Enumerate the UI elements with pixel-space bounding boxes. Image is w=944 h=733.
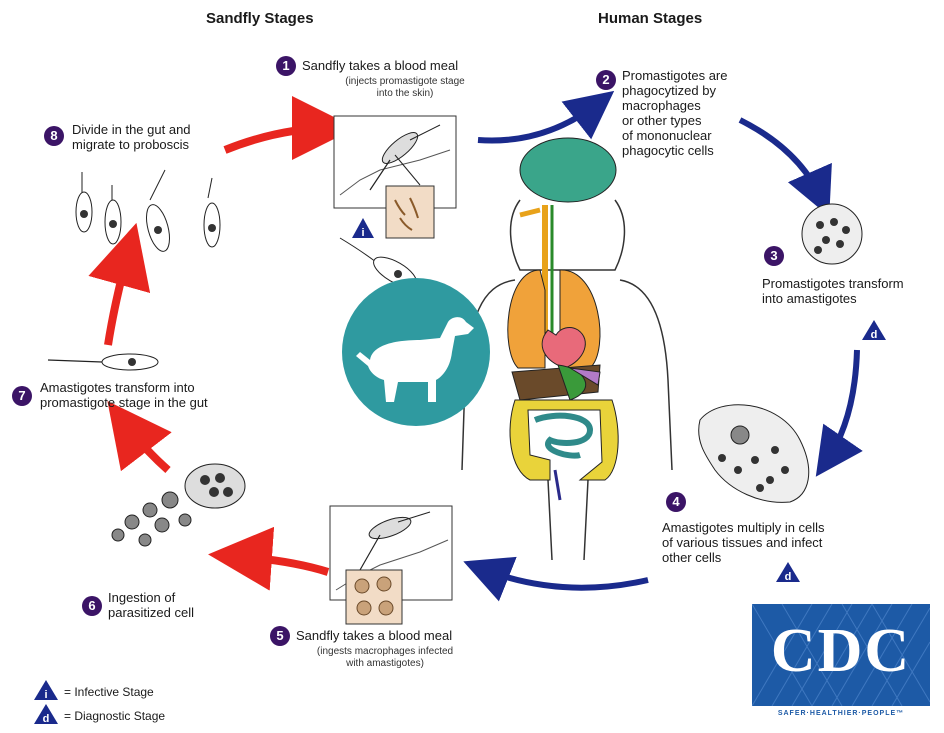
- legend-diagnostic-label: = Diagnostic Stage: [64, 709, 165, 723]
- stage-3-label: Promastigotes transform into amastigotes: [762, 276, 904, 306]
- arrow-6-to-7: [122, 420, 168, 470]
- diagnostic-stage-marker-3: d: [862, 320, 886, 341]
- arrow-3-to-4: [826, 350, 857, 462]
- stage-8-number: 8: [44, 126, 64, 146]
- stage-5-detail: (ingests macrophages infected with amast…: [300, 646, 470, 670]
- stage-6-line: parasitized cell: [108, 605, 194, 620]
- stage-2-line: phagocytic cells: [622, 143, 728, 158]
- stage-2-line: Promastigotes are: [622, 68, 728, 83]
- svg-text:i: i: [361, 227, 364, 239]
- stage-2-line: or other types: [622, 113, 728, 128]
- svg-text:d: d: [785, 571, 792, 583]
- stage-5-label: Sandfly takes a blood meal: [296, 628, 452, 643]
- infective-stage-marker-1: i: [352, 218, 374, 239]
- promastigotes-in-gut-illustration: [76, 170, 220, 254]
- stage-8-line: migrate to proboscis: [72, 137, 191, 152]
- stage-6-number: 6: [82, 596, 102, 616]
- cdc-logo: CDC: [752, 604, 930, 706]
- stage-1-number: 1: [276, 56, 296, 76]
- stage-7-number: 7: [12, 386, 32, 406]
- stage-5-detail-line: (ingests macrophages infected: [300, 646, 470, 658]
- stage-4-line: Amastigotes multiply in cells: [662, 520, 825, 535]
- human-body-illustration: [462, 138, 672, 560]
- macrophage-illustration: [802, 204, 862, 264]
- stage-4-label: Amastigotes multiply in cells of various…: [662, 520, 825, 565]
- stage-4-number: 4: [666, 492, 686, 512]
- stage-7-label: Amastigotes transform into promastigote …: [40, 380, 208, 410]
- stage-7-line: Amastigotes transform into: [40, 380, 208, 395]
- stage-1-label: Sandfly takes a blood meal: [302, 58, 458, 73]
- arrow-7-to-8: [108, 246, 130, 345]
- arrow-2-to-3: [740, 120, 822, 200]
- svg-text:d: d: [871, 329, 878, 341]
- stage-4-line: of various tissues and infect: [662, 535, 825, 550]
- arrow-1-to-2: [478, 102, 600, 141]
- stage-5-detail-line: with amastigotes): [300, 658, 470, 670]
- dog-reservoir-icon: [342, 278, 490, 426]
- stage-3-line: Promastigotes transform: [762, 276, 904, 291]
- sandfly-biting-illustration-1: [334, 116, 456, 238]
- stage-3-number: 3: [764, 246, 784, 266]
- stage-1-detail: (injects promastigote stage into the ski…: [320, 76, 490, 100]
- svg-text:d: d: [43, 713, 50, 725]
- stage-2-label: Promastigotes are phagocytized by macrop…: [622, 68, 728, 158]
- stage-8-label: Divide in the gut and migrate to probosc…: [72, 122, 191, 152]
- stage-2-line: macrophages: [622, 98, 728, 113]
- legend-infective-marker: i: [34, 680, 58, 701]
- stage-3-line: into amastigotes: [762, 291, 904, 306]
- cdc-tagline: SAFER·HEALTHIER·PEOPLE™: [752, 710, 930, 717]
- stage-8-line: Divide in the gut and: [72, 122, 191, 137]
- stage-2-line: phagocytized by: [622, 83, 728, 98]
- stage-1-detail-line: (injects promastigote stage: [320, 76, 490, 88]
- sandfly-stages-header: Sandfly Stages: [206, 10, 314, 27]
- diagnostic-stage-marker-4: d: [776, 562, 800, 583]
- svg-text:i: i: [44, 689, 47, 701]
- legend-infective-label: = Infective Stage: [64, 685, 154, 699]
- stage-6-label: Ingestion of parasitized cell: [108, 590, 194, 620]
- promastigote-transform-illustration: [48, 354, 158, 370]
- human-stages-header: Human Stages: [598, 10, 702, 27]
- stage-5-number: 5: [270, 626, 290, 646]
- stage-6-line: Ingestion of: [108, 590, 194, 605]
- stage-2-number: 2: [596, 70, 616, 90]
- legend-diagnostic-marker: d: [34, 704, 58, 725]
- arrow-4-to-5: [480, 568, 648, 588]
- sandfly-biting-illustration-5: [330, 506, 452, 624]
- arrow-5-to-6: [232, 556, 328, 572]
- stage-7-line: promastigote stage in the gut: [40, 395, 208, 410]
- stage-2-line: of mononuclear: [622, 128, 728, 143]
- cdc-logo-text: CDC: [752, 616, 930, 687]
- stage-1-detail-line: into the skin): [320, 88, 490, 100]
- parasitized-cells-illustration: [112, 464, 245, 546]
- arrow-8-to-1: [225, 128, 332, 150]
- infected-tissue-cell-illustration: [699, 405, 809, 503]
- stage-4-line: other cells: [662, 550, 825, 565]
